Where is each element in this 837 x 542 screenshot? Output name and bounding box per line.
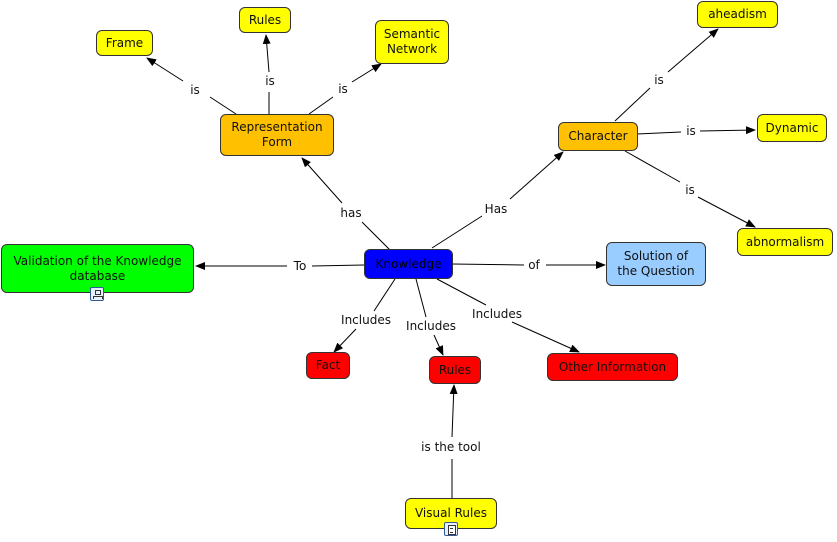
link-line-includes-other-a [436,278,487,306]
link-label-includes-other: Includes [470,307,524,321]
node-frame[interactable]: Frame [96,30,153,56]
link-line-includes-fact-a [373,278,396,312]
link-label-includes-rules: Includes [404,319,458,333]
node-solution-of-the-question[interactable]: Solution of the Question [606,242,706,286]
node-dynamic[interactable]: Dynamic [757,114,827,142]
link-label-is-abnormalism: is [683,183,697,197]
node-visual-rules[interactable]: Visual Rules [405,498,497,529]
link-line-is-semantic-a [308,96,334,115]
node-representation-form[interactable]: Representation Form [220,114,334,156]
link-label-has: has [338,206,364,220]
link-line-is-aheadism-a [614,87,651,122]
link-label-is-dynamic: is [684,124,698,138]
concept-map-icon[interactable] [90,287,104,301]
node-aheadism[interactable]: aheadism [697,1,778,28]
link-line-is-abnormalism-a [624,150,681,183]
link-line-has-character-b [509,151,564,200]
link-line-is-abnormalism-b [697,196,756,228]
link-line-includes-rules-a [415,278,427,318]
link-label-is-aheadism: is [652,73,666,87]
link-label-is-frame: is [188,83,202,97]
node-fact[interactable]: Fact [306,352,350,379]
node-rules-mid[interactable]: Rules [429,356,481,384]
link-line-has-b [301,157,343,204]
link-label-to: To [291,259,309,273]
link-label-of: of [526,258,542,272]
link-line-is-rules-b [262,34,271,73]
link-line-is-dynamic-b [699,126,756,135]
node-rules-top[interactable]: Rules [239,7,291,33]
link-line-includes-other-b [511,321,580,353]
link-label-is-semantic: is [336,82,350,96]
link-line-is-dynamic-a [636,131,682,135]
link-line-is-aheadism-b [667,28,719,73]
link-line-includes-rules-b [433,334,444,356]
link-label-is-rules: is [263,74,277,88]
node-other-information[interactable]: Other Information [547,353,678,381]
node-semantic-network[interactable]: Semantic Network [375,20,449,64]
link-line-of-a [451,263,525,266]
node-validation[interactable]: Validation of the Knowledge database [1,244,194,293]
link-label-has-character: Has [482,202,510,216]
link-line-includes-fact-b [333,328,357,353]
node-abnormalism[interactable]: abnormalism [737,228,833,256]
link-line-is-the-tool-b [449,384,458,438]
link-line-has-character-a [431,215,483,249]
link-label-is-the-tool: is the tool [419,440,483,454]
link-line-to-a [311,264,365,267]
link-line-is-semantic-b [351,63,382,83]
document-icon[interactable] [444,522,458,536]
node-knowledge[interactable]: Knowledge [364,249,453,279]
link-line-is-frame-a [209,96,237,115]
link-label-includes-fact: Includes [339,313,393,327]
link-line-has-a [361,221,391,251]
node-character[interactable]: Character [558,122,638,151]
link-line-is-frame-b [146,57,184,82]
